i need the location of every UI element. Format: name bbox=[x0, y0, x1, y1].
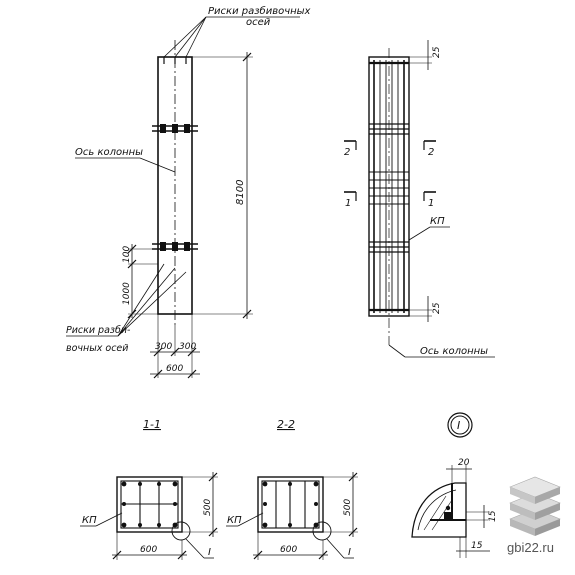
section-2-node: I bbox=[348, 547, 351, 558]
section-2-2: 2-2 КП I 500 600 bbox=[226, 418, 358, 560]
watermark-text: gbi22.ru bbox=[507, 540, 554, 555]
reinforcement-axis-label: Ось колонны bbox=[420, 346, 488, 357]
watermark: gbi22.ru bbox=[507, 476, 561, 555]
bottom-risks-label-2: вочных осей bbox=[66, 343, 128, 354]
section-1-kp: КП bbox=[82, 515, 97, 526]
section-1-dim-width: 600 bbox=[140, 545, 157, 555]
detail-dim-20: 20 bbox=[458, 458, 470, 468]
cut-1-right: 1 bbox=[428, 198, 434, 209]
detail-dim-15-bottom: 15 bbox=[471, 541, 483, 551]
top-risks-label-2: осей bbox=[246, 17, 271, 28]
watermark-stack-icon bbox=[509, 476, 561, 536]
section-2-dim-height: 500 bbox=[343, 499, 353, 516]
cut-2-right: 2 bbox=[428, 147, 434, 158]
leader-line bbox=[117, 263, 165, 337]
section-2-outline bbox=[257, 476, 324, 533]
section-1-outline bbox=[116, 476, 183, 533]
dim-1000-label: 1000 bbox=[122, 282, 132, 305]
bottom-risks-label: Риски разби- bbox=[66, 325, 131, 336]
section-1-title: 1-1 bbox=[143, 418, 161, 431]
section-1-dim-height: 500 bbox=[203, 499, 213, 516]
leader-line bbox=[117, 267, 176, 337]
leader-line bbox=[174, 16, 207, 58]
embedded-band-upper bbox=[152, 124, 198, 133]
section-2-dim-width: 600 bbox=[280, 545, 297, 555]
embedded-band-lower bbox=[152, 242, 198, 251]
dim-height-label: 8100 bbox=[235, 180, 246, 205]
dim-100-label: 100 bbox=[122, 246, 132, 263]
dim-300-right: 300 bbox=[179, 342, 196, 352]
leader-line bbox=[163, 16, 207, 58]
cut-2-left: 2 bbox=[344, 147, 350, 158]
section-2-title: 2-2 bbox=[277, 418, 295, 431]
dim-300-left: 300 bbox=[155, 342, 172, 352]
detail-title: I bbox=[457, 419, 460, 432]
detail-node-I: I 20 15 15 bbox=[411, 412, 498, 558]
stirrups bbox=[369, 123, 409, 253]
reinforcement-view: 25 25 2 2 1 1 КП Ось колонны bbox=[344, 40, 495, 358]
kp-label: КП bbox=[430, 216, 445, 227]
dim-bottom-25: 25 bbox=[432, 302, 442, 314]
section-2-rebars bbox=[262, 481, 319, 528]
elevation-view: Риски разбивочных осей Ось колонны 8100 … bbox=[66, 5, 311, 379]
leader-line bbox=[117, 271, 187, 337]
section-1-node: I bbox=[208, 547, 211, 558]
section-1-1: 1-1 КП I 500 600 bbox=[80, 418, 218, 560]
cut-1-left: 1 bbox=[345, 198, 351, 209]
dim-600-label: 600 bbox=[166, 364, 183, 374]
section-1-rebars bbox=[121, 481, 178, 528]
leader-line bbox=[185, 16, 207, 58]
top-risks-label: Риски разбивочных bbox=[208, 5, 311, 17]
axis-label: Ось колонны bbox=[75, 147, 143, 158]
section-2-kp: КП bbox=[227, 515, 242, 526]
detail-dim-15-side: 15 bbox=[488, 510, 498, 522]
dim-top-25: 25 bbox=[432, 46, 442, 58]
